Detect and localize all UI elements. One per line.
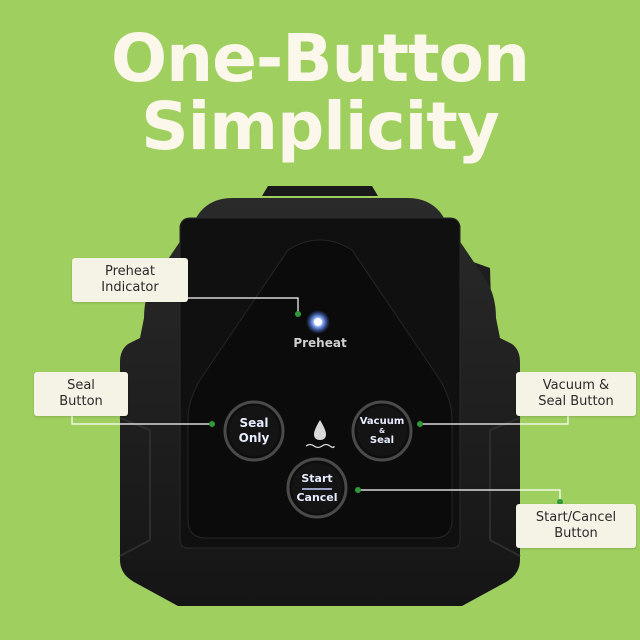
triangle-panel xyxy=(187,239,453,539)
vacuum-label-line-2: & xyxy=(378,427,386,435)
water-drop-icon xyxy=(314,420,326,440)
headline-line-2: Simplicity xyxy=(141,88,500,165)
callout-vacuum-line-2: Seal Button xyxy=(538,394,614,409)
vacuum-label-line-1: Vacuum xyxy=(359,416,405,427)
callout-start-line-2: Button xyxy=(554,526,598,541)
cancel-label: Cancel xyxy=(296,491,338,504)
callout-vacuum-line-1: Vacuum & xyxy=(542,378,610,393)
seal-only-button[interactable]: Seal Only xyxy=(225,402,283,460)
callout-preheat-line-1: Preheat xyxy=(105,264,155,279)
callout-start-cancel-button: Start/Cancel Button xyxy=(516,504,636,548)
seal-only-label-line-2: Only xyxy=(238,431,270,445)
start-label: Start xyxy=(301,472,333,485)
callout-seal-line-2: Button xyxy=(59,394,103,409)
callout-preheat-line-2: Indicator xyxy=(101,280,159,295)
headline-line-1: One-Button xyxy=(111,20,530,97)
device-top-handle xyxy=(262,186,378,196)
callout-vacuum-seal-button: Vacuum & Seal Button xyxy=(516,372,636,416)
preheat-led xyxy=(314,318,322,326)
callout-seal-line-1: Seal xyxy=(67,378,95,393)
vacuum-label-line-3: Seal xyxy=(369,435,395,446)
leader-start xyxy=(358,489,561,502)
seal-only-label-line-1: Seal xyxy=(239,416,269,430)
callout-seal-button: Seal Button xyxy=(34,372,128,416)
callout-preheat-indicator: Preheat Indicator xyxy=(72,258,188,302)
vacuum-seal-button[interactable]: Vacuum & Seal xyxy=(353,402,411,460)
start-cancel-button[interactable]: Start Cancel xyxy=(288,459,346,517)
callout-start-line-1: Start/Cancel xyxy=(535,510,617,525)
